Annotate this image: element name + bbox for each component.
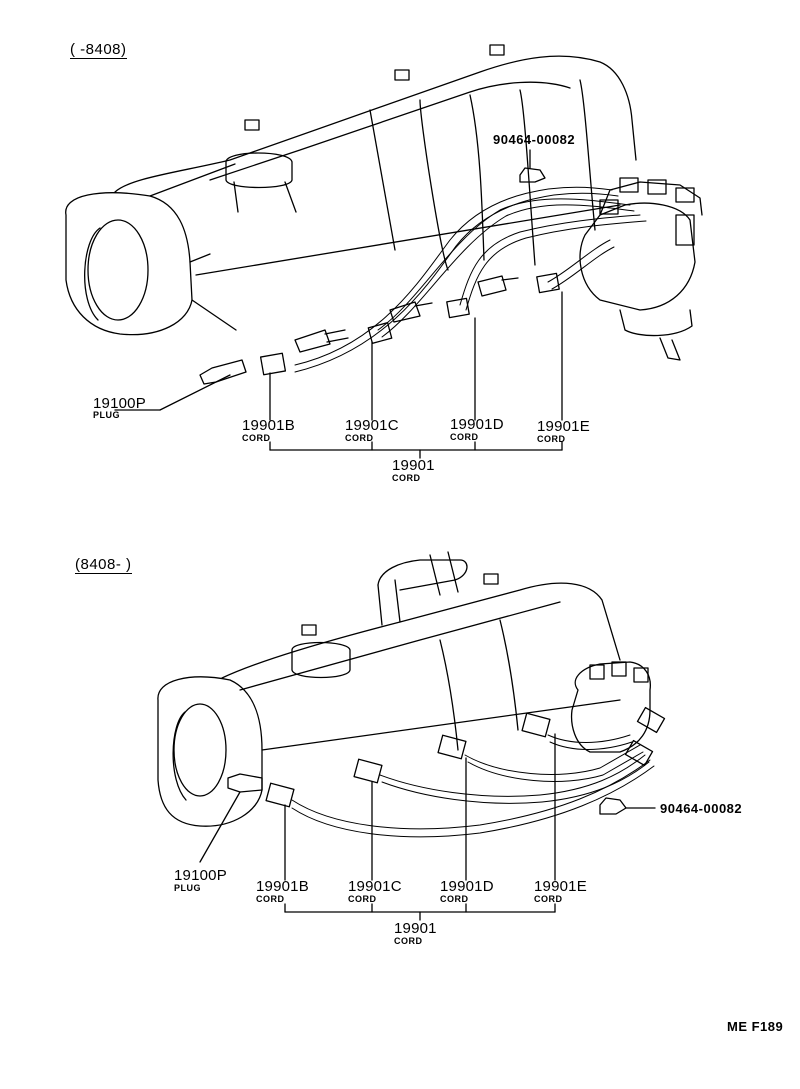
bottom-clamp-part-number: 90464-00082 — [660, 801, 743, 816]
top-cord-e-part-number: 19901E — [537, 418, 590, 435]
top-cord-d-part-number: 19901D — [450, 416, 504, 433]
bottom-cord-c-desc: CORD — [348, 894, 377, 904]
top-clamp — [519, 167, 546, 183]
bottom-cord-c-part-number: 19901C — [348, 878, 402, 895]
top-cord-set-part-number: 19901 — [392, 457, 435, 474]
bottom-pulley — [173, 703, 227, 797]
top-range-label: ( -8408) — [70, 41, 127, 59]
top-pulley — [87, 219, 149, 321]
top-plug-desc: PLUG — [93, 410, 121, 420]
figure-reference: ME F189 — [727, 1019, 784, 1034]
top-cord-d-desc: CORD — [450, 432, 479, 442]
bottom-engine-drawing — [157, 551, 666, 921]
top-oil-cap — [225, 152, 293, 189]
bottom-oil-cap — [291, 641, 351, 679]
bottom-cord-d-desc: CORD — [440, 894, 469, 904]
top-plug-part-number: 19100P — [93, 395, 146, 412]
bottom-cord-e-part-number: 19901E — [534, 878, 587, 895]
bottom-plug-part-number: 19100P — [174, 867, 227, 884]
top-timing-cover — [65, 192, 193, 336]
top-distributor — [579, 202, 696, 311]
top-cord-c-part-number: 19901C — [345, 417, 399, 434]
bottom-timing-cover — [157, 676, 263, 827]
bottom-cord-set-part-number: 19901 — [394, 920, 437, 937]
top-cord-c-desc: CORD — [345, 433, 374, 443]
top-spark-plugs — [199, 275, 519, 385]
bottom-cord-b-part-number: 19901B — [256, 878, 309, 895]
top-cord-e-desc: CORD — [537, 434, 566, 444]
bottom-clamp — [599, 797, 627, 815]
top-engine-drawing — [65, 44, 703, 459]
bottom-valve-cover — [221, 582, 621, 679]
bottom-cord-e-desc: CORD — [534, 894, 563, 904]
bottom-range-label: (8408- ) — [75, 556, 132, 574]
bottom-plug-desc: PLUG — [174, 883, 202, 893]
top-clamp-part-number: 90464-00082 — [493, 132, 576, 147]
bottom-distributor — [570, 661, 651, 753]
top-cord-set-desc: CORD — [392, 473, 421, 483]
top-cord-b-part-number: 19901B — [242, 417, 295, 434]
bottom-spark-plug — [227, 773, 263, 793]
top-cord-b-desc: CORD — [242, 433, 271, 443]
top-valve-cover — [114, 55, 637, 193]
bottom-cord-d-part-number: 19901D — [440, 878, 494, 895]
bottom-cord-set-desc: CORD — [394, 936, 423, 946]
bottom-cord-b-desc: CORD — [256, 894, 285, 904]
